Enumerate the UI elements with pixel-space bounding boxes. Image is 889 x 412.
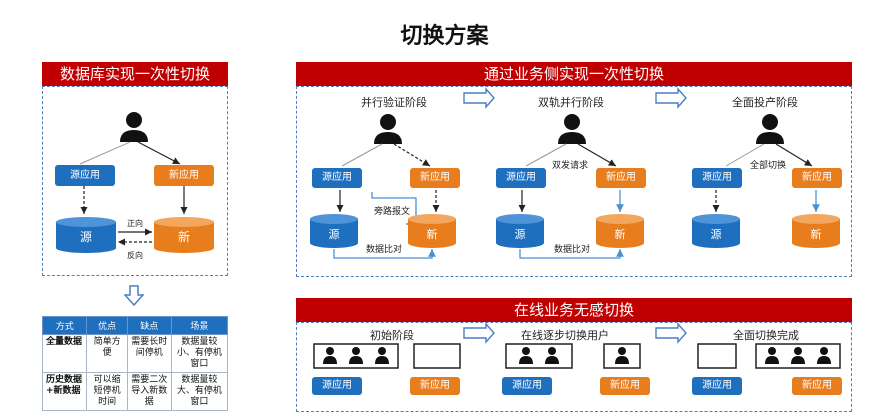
bottom-panel-diagram (313, 322, 841, 369)
table-header-cell: 场景 (170, 316, 229, 335)
stage-arrow-icon (655, 87, 687, 109)
left-panel-box (42, 86, 228, 276)
users-group-box (413, 343, 461, 369)
table-cell: 历史数据+新数据 (41, 372, 88, 411)
top-panel-diagram (310, 87, 840, 259)
left-panel-diagram (56, 112, 214, 253)
table-cell: 数据量较大、有停机窗口 (170, 372, 229, 411)
bypass-label: 旁路报文 (374, 207, 411, 217)
table-row: 全量数据 简单方便 需要长时间停机 数据量较小、有停机窗口 (41, 334, 229, 373)
stage-label: 双轨并行阶段 (538, 96, 604, 109)
top-new-app: 新应用 (410, 168, 460, 188)
user-icon (756, 114, 784, 144)
users-group-box (697, 343, 737, 369)
bottom-old-app: 源应用 (312, 377, 362, 395)
left-new-app: 新应用 (154, 165, 214, 186)
top-old-app: 源应用 (692, 168, 742, 188)
user-to-new-arrow (137, 141, 181, 165)
left-panel-header: 数据库实现一次性切换 (42, 62, 228, 86)
users-group-box (505, 343, 573, 369)
compare-label: 数据比对 (366, 245, 403, 255)
users-icon (765, 347, 831, 364)
user-icon (374, 114, 402, 144)
table-row: 历史数据+新数据 可以缩短停机时间 需要二次导入新数据 数据量较大、有停机窗口 (41, 372, 229, 411)
user-icon (120, 112, 148, 142)
top-panel-box (296, 86, 852, 277)
stage-label: 全面切换完成 (733, 329, 799, 342)
full-switch-label: 全部切换 (750, 161, 787, 171)
db-new-cylinder (154, 217, 214, 253)
dual-send-label: 双发请求 (552, 161, 589, 171)
db-old-cylinder (310, 214, 358, 248)
table-header-cell: 优点 (86, 316, 128, 335)
bottom-old-app: 源应用 (502, 377, 552, 395)
stage-label: 在线逐步切换用户 (521, 329, 609, 342)
user-to-old-line (79, 141, 131, 165)
stage-label: 并行验证阶段 (361, 96, 427, 109)
top-old-app: 源应用 (496, 168, 546, 188)
stage-label: 初始阶段 (370, 329, 414, 342)
table-cell: 可以缩短停机时间 (86, 372, 128, 411)
db-new-cylinder (596, 214, 644, 248)
reverse-label: 反向 (127, 251, 143, 260)
db-new-cylinder (408, 214, 456, 248)
stage-label: 全面投产阶段 (732, 96, 798, 109)
table-cell: 需要二次导入新数据 (126, 372, 172, 411)
db-label: 新 (614, 228, 626, 241)
table-header-row: 方式 优点 缺点 场景 (41, 316, 229, 335)
comparison-table: 方式 优点 缺点 场景 全量数据 简单方便 需要长时间停机 数据量较小、有停机窗… (41, 316, 229, 411)
db-label: 新 (810, 228, 822, 241)
left-db-old-label: 源 (79, 230, 92, 244)
stage-arrow-icon (463, 322, 495, 344)
table-cell: 全量数据 (41, 334, 88, 373)
db-label: 源 (328, 228, 340, 241)
compare-label: 数据比对 (554, 245, 591, 255)
bottom-new-app: 新应用 (792, 377, 842, 395)
left-old-app: 源应用 (55, 165, 115, 186)
db-new-cylinder (792, 214, 840, 248)
forward-label: 正向 (127, 219, 143, 228)
table-cell: 数据量较小、有停机窗口 (170, 334, 229, 373)
db-old-cylinder (496, 214, 544, 248)
top-new-app: 新应用 (792, 168, 842, 188)
stage-arrow-icon (463, 87, 495, 109)
users-icon (519, 347, 559, 364)
top-old-app: 源应用 (312, 168, 362, 188)
top-panel-header: 通过业务侧实现一次性切换 (296, 62, 852, 86)
page-title: 切换方案 (400, 24, 489, 49)
user-icon (558, 114, 586, 144)
left-db-new-label: 新 (177, 230, 190, 244)
db-old-cylinder (56, 217, 116, 253)
users-icon (323, 347, 389, 364)
db-label: 源 (710, 228, 722, 241)
table-header-cell: 方式 (41, 316, 88, 335)
table-cell: 简单方便 (86, 334, 128, 373)
bottom-new-app: 新应用 (600, 377, 650, 395)
db-label: 源 (514, 228, 526, 241)
db-old-cylinder (692, 214, 740, 248)
top-new-app: 新应用 (596, 168, 646, 188)
table-cell: 需要长时间停机 (126, 334, 172, 373)
db-label: 新 (426, 228, 438, 241)
bottom-panel-header: 在线业务无感切换 (296, 298, 852, 322)
bottom-old-app: 源应用 (692, 377, 742, 395)
users-icon (615, 347, 629, 364)
table-header-cell: 缺点 (126, 316, 172, 335)
down-arrow-icon (124, 285, 144, 307)
stage-arrow-icon (655, 322, 687, 344)
bottom-new-app: 新应用 (410, 377, 460, 395)
